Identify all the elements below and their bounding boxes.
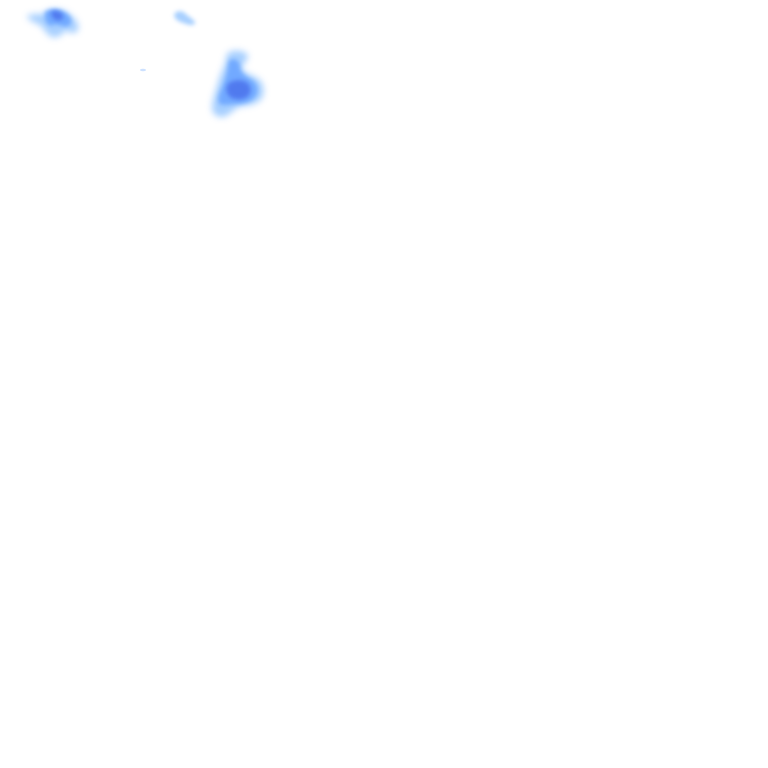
precip-cell-north-small	[174, 11, 196, 26]
precip-cell-northwest	[27, 9, 79, 38]
precip-cell-central	[212, 50, 264, 118]
precip-speck	[140, 68, 146, 72]
